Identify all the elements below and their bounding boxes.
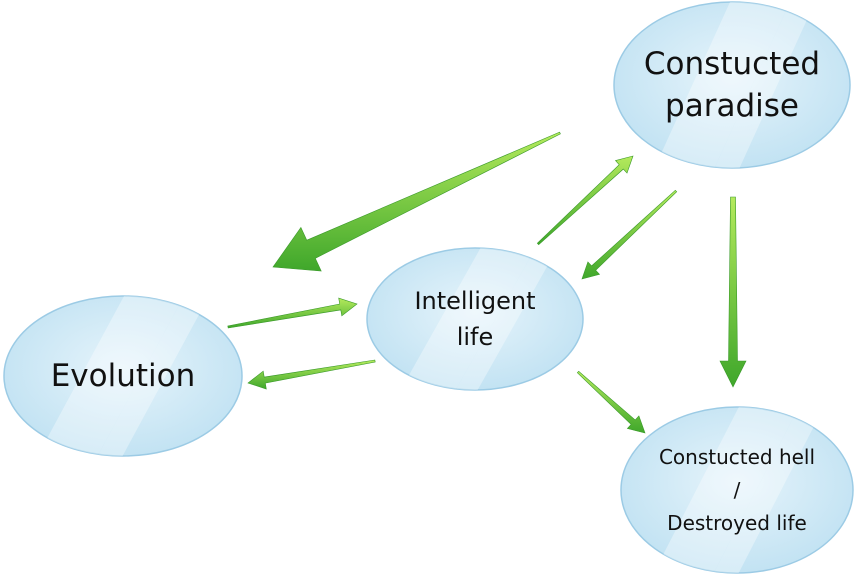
evolution-ellipse xyxy=(3,295,243,457)
arrow-intelligent-to-hell xyxy=(576,370,646,434)
arrow-paradise-to-evolution xyxy=(272,131,561,272)
intelligent-life-ellipse xyxy=(366,247,584,391)
constructed-paradise-node: Constucted paradise xyxy=(614,2,850,168)
hell-label-line1: Constucted hell xyxy=(658,444,816,469)
intelligent-life-node: Intelligent life xyxy=(367,248,583,390)
evolution-label: Evolution xyxy=(50,358,196,394)
hell-label-line3: Destroyed life xyxy=(667,510,807,535)
arrow-intelligent-to-paradise xyxy=(536,155,634,246)
arrow-paradise-to-hell xyxy=(719,196,747,388)
hell-ellipse xyxy=(620,406,854,574)
arrow-paradise-to-intelligent xyxy=(581,189,678,280)
constructed-hell-node: Constucted hell / Destroyed life xyxy=(621,407,853,573)
paradise-label-line1: Constucted xyxy=(643,46,821,82)
arrow-evolution-to-intelligent xyxy=(227,297,358,329)
evolution-node: Evolution xyxy=(4,296,242,456)
intelligent-label-line2: life xyxy=(456,323,494,351)
arrow-intelligent-to-evolution xyxy=(247,359,376,390)
paradise-ellipse xyxy=(613,1,851,169)
intelligent-label-line1: Intelligent xyxy=(414,287,536,315)
paradise-label-line2: paradise xyxy=(665,88,799,124)
hell-label-line2: / xyxy=(733,477,741,502)
